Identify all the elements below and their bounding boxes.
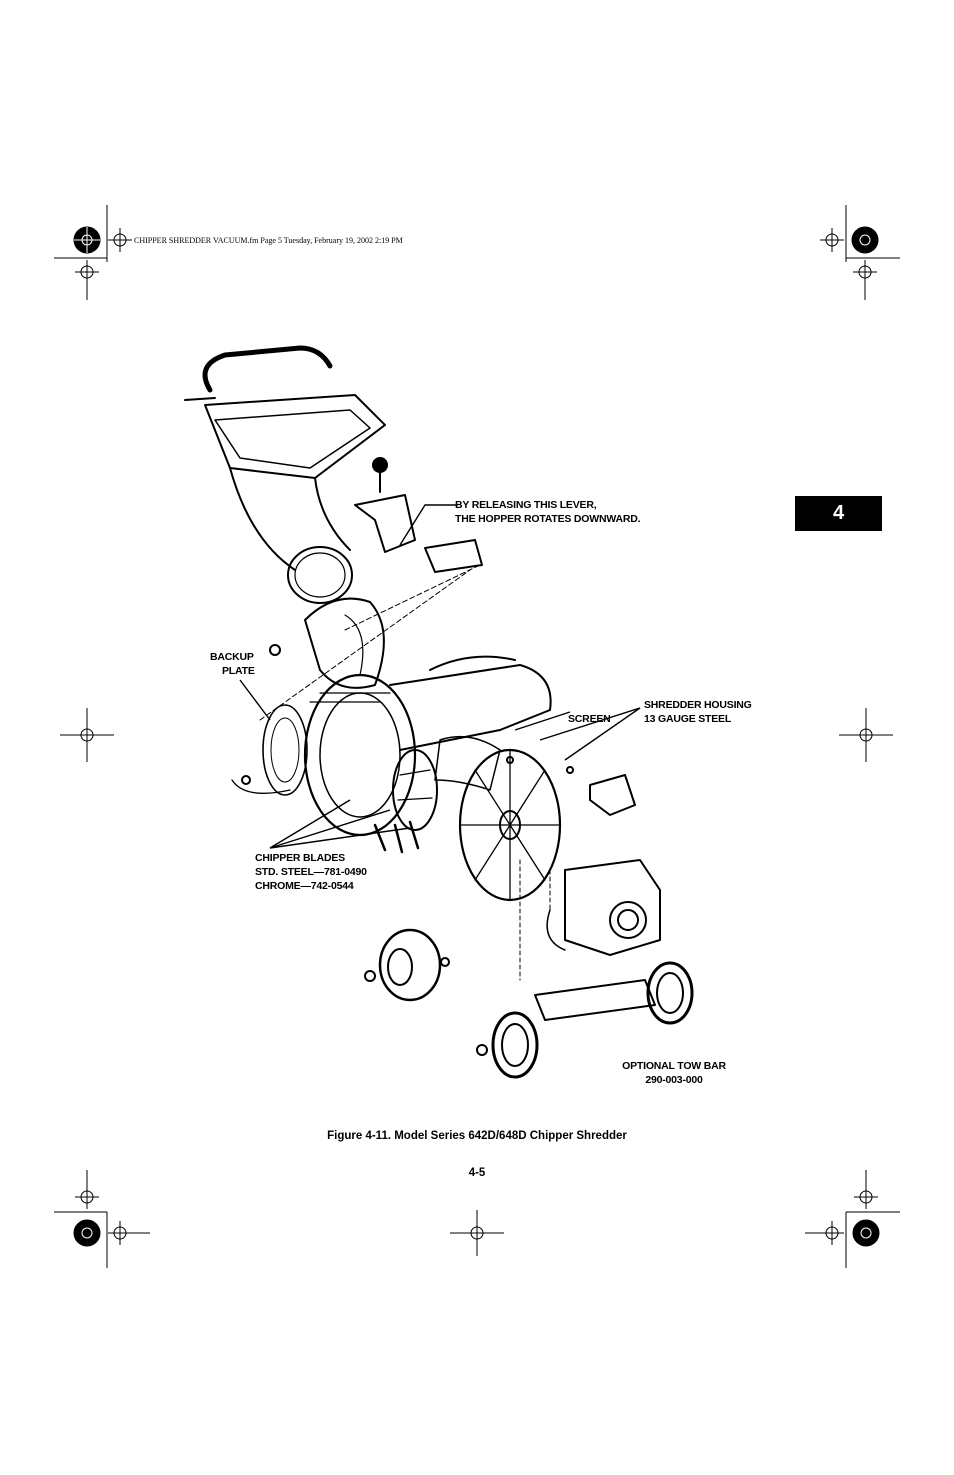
callout-housing-line-2: 13 GAUGE STEEL bbox=[644, 713, 732, 725]
figure-caption: Figure 4-11. Model Series 642D/648D Chip… bbox=[327, 1130, 627, 1142]
callout-housing-line-1: SHREDDER HOUSING bbox=[644, 699, 752, 711]
wheel-right bbox=[646, 961, 694, 1025]
callout-housing: SHREDDER HOUSING 13 GAUGE STEEL bbox=[644, 698, 752, 726]
page-number: 4-5 bbox=[468, 1167, 486, 1179]
shredder-housing bbox=[389, 664, 552, 751]
callout-tow-bar-line-2: 290-003-000 bbox=[645, 1074, 703, 1086]
chapter-tab: 4 bbox=[795, 496, 882, 531]
hopper-neck-ring bbox=[287, 546, 353, 604]
callout-lever-line-2: THE HOPPER ROTATES DOWNWARD. bbox=[455, 513, 641, 525]
callout-backup-plate: BACKUP PLATE bbox=[210, 650, 255, 678]
screen bbox=[434, 735, 501, 791]
callout-blades-line-2: STD. STEEL—781-0490 bbox=[255, 866, 367, 878]
callout-blades-line-3: CHROME—742-0544 bbox=[255, 880, 354, 892]
chipper-blade bbox=[373, 820, 420, 854]
adapter-ring bbox=[304, 597, 385, 689]
discharge-chute bbox=[589, 774, 636, 816]
callout-backup-plate-line-1: BACKUP bbox=[210, 651, 254, 663]
engine bbox=[564, 859, 661, 956]
wheel-left bbox=[491, 1011, 539, 1079]
chapter-tab-label: 4 bbox=[832, 502, 845, 524]
callout-blades-line-1: CHIPPER BLADES bbox=[255, 852, 345, 864]
optional-wheel bbox=[378, 928, 442, 1002]
print-header: CHIPPER SHREDDER VACUUM.fm Page 5 Tuesda… bbox=[134, 236, 403, 245]
callout-lever-line-1: BY RELEASING THIS LEVER, bbox=[455, 499, 597, 511]
callout-tow-bar-line-1: OPTIONAL TOW BAR bbox=[622, 1060, 726, 1072]
callout-backup-plate-line-2: PLATE bbox=[222, 665, 255, 677]
handle-bar bbox=[202, 345, 333, 393]
exploded-parts-diagram bbox=[184, 345, 694, 1079]
callout-lever: BY RELEASING THIS LEVER, THE HOPPER ROTA… bbox=[455, 498, 641, 526]
chipper-disc bbox=[392, 749, 438, 831]
frame bbox=[534, 979, 656, 1021]
callout-screen: SCREEN bbox=[568, 713, 611, 725]
callout-chipper-blades: CHIPPER BLADES STD. STEEL—781-0490 CHROM… bbox=[255, 851, 367, 893]
callout-tow-bar: OPTIONAL TOW BAR 290-003-000 bbox=[615, 1059, 733, 1087]
housing-flange bbox=[303, 673, 417, 837]
backup-plate bbox=[262, 704, 308, 796]
hopper bbox=[204, 394, 386, 479]
release-lever bbox=[354, 494, 416, 553]
